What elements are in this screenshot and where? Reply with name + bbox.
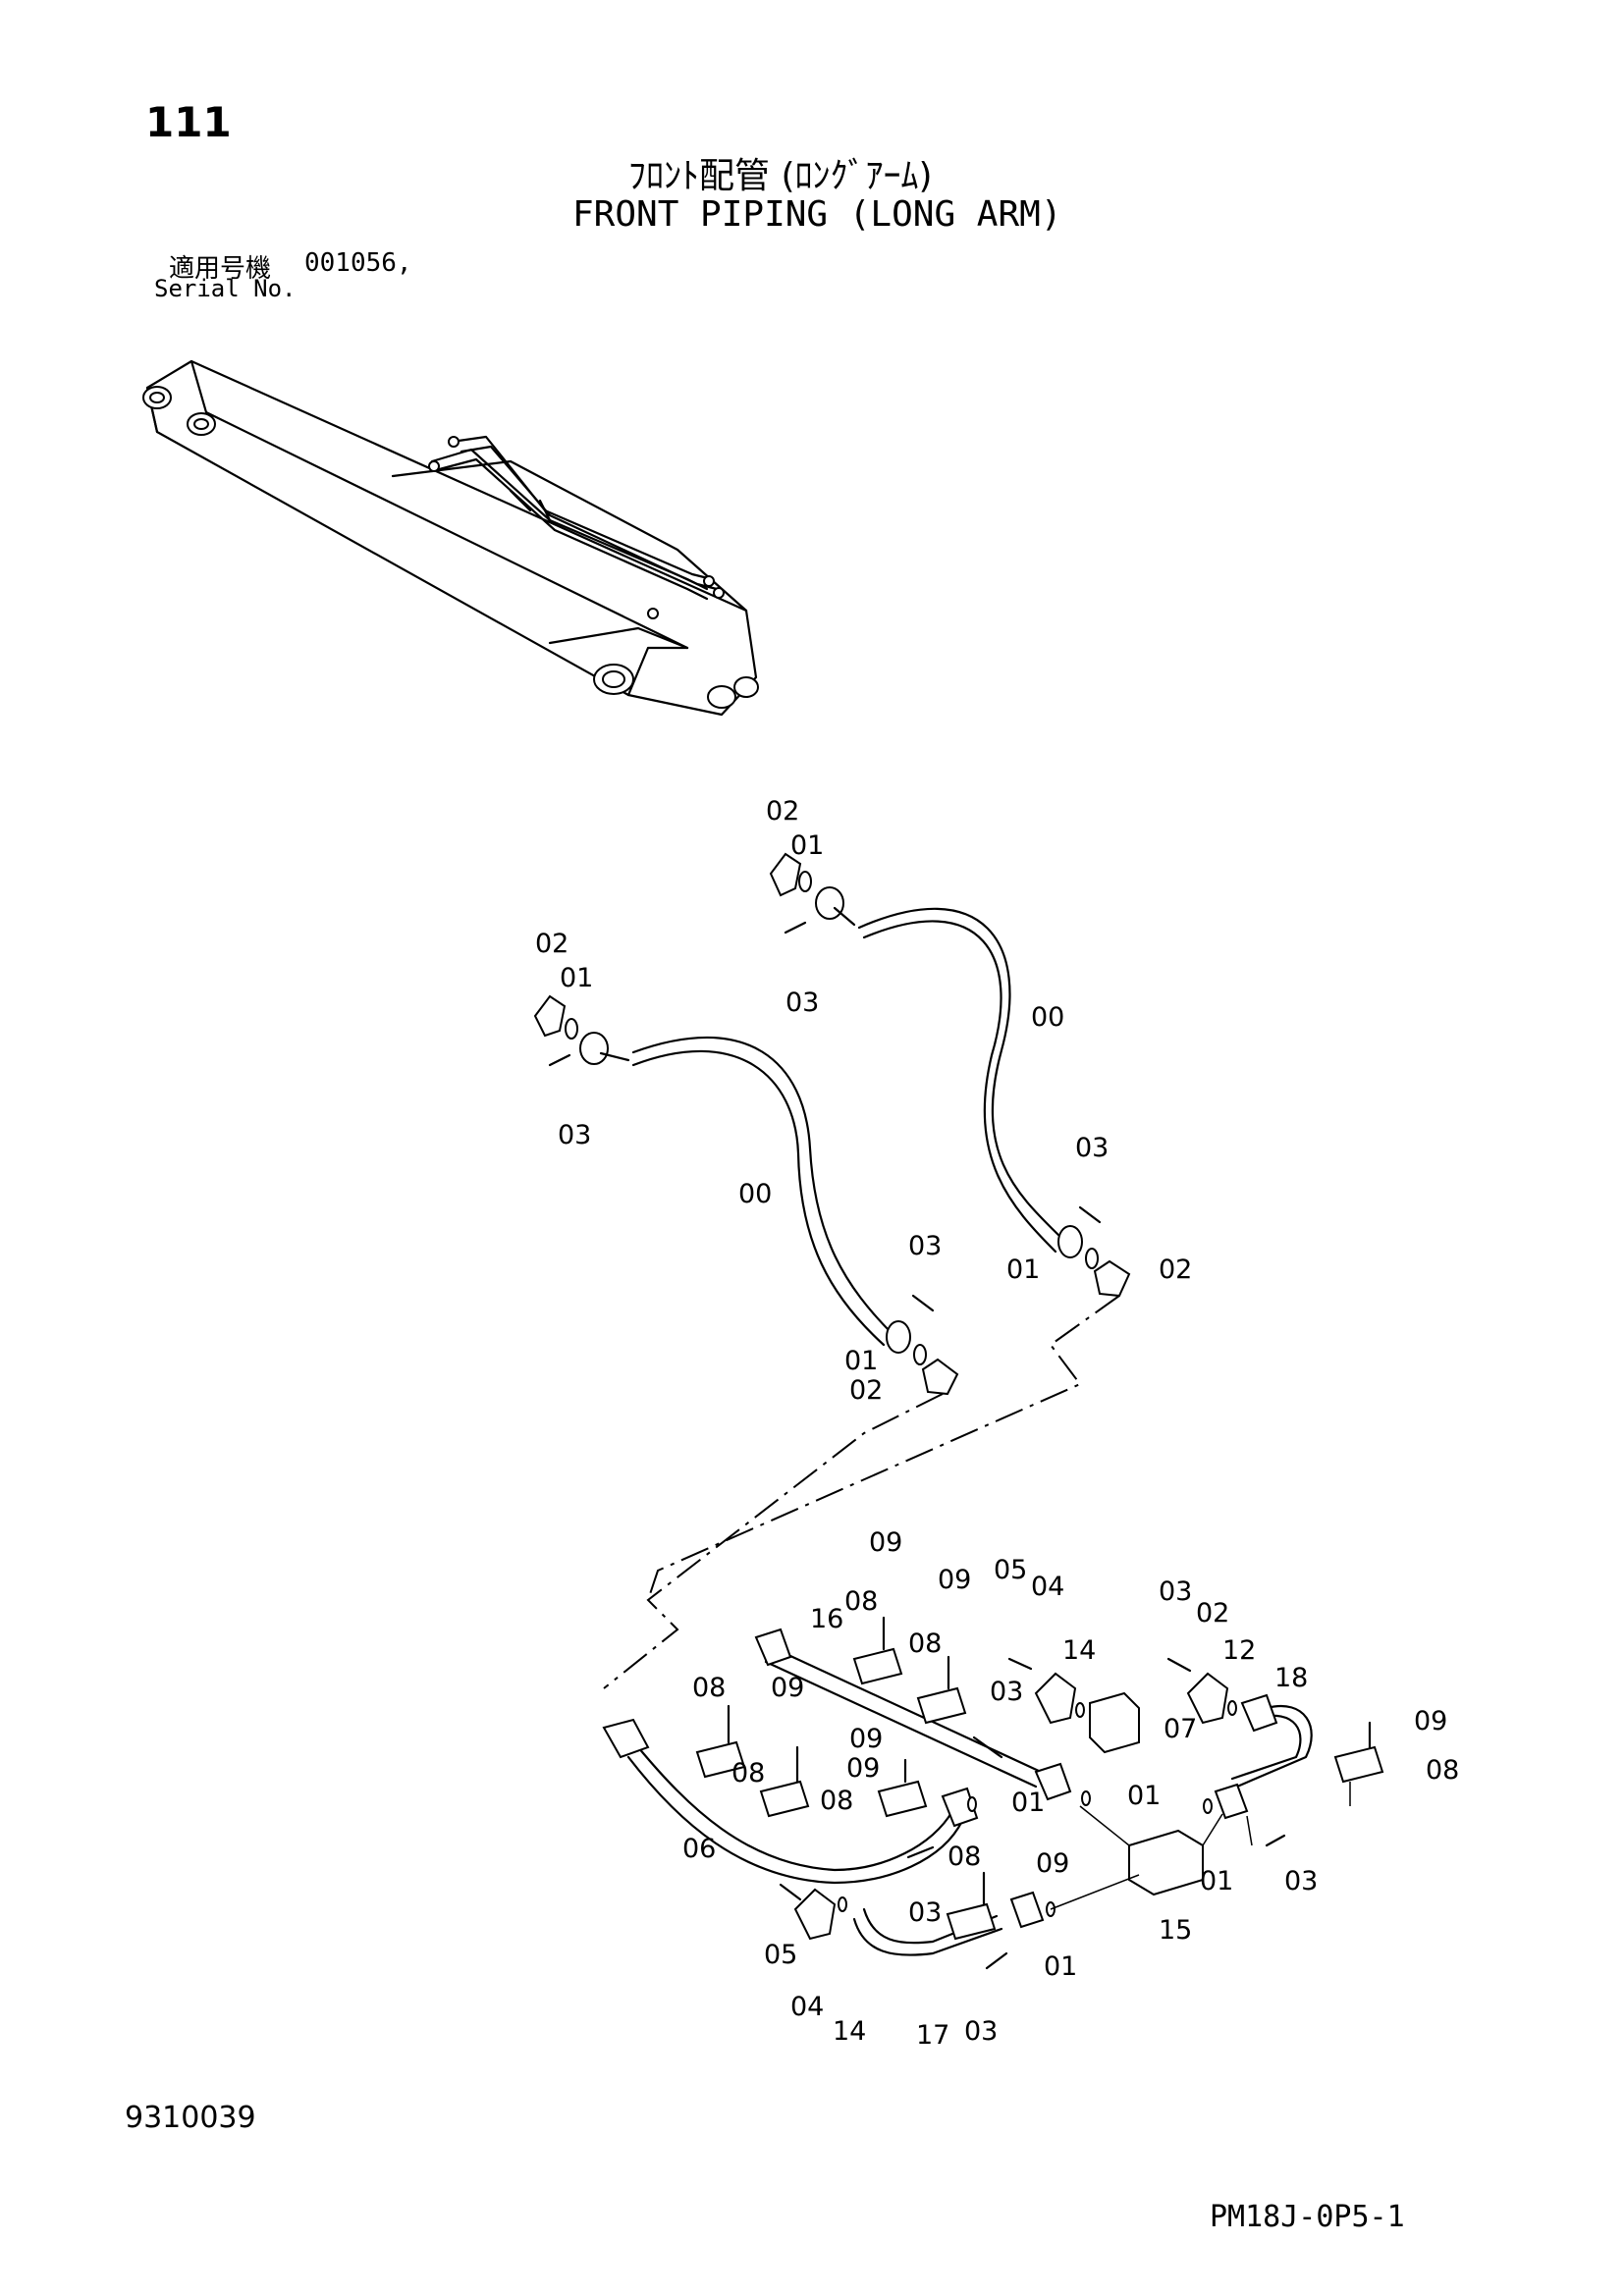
callout-01: 01 bbox=[1044, 1951, 1077, 1982]
hose-assemblies bbox=[533, 852, 1131, 1396]
callout-08: 08 bbox=[731, 1758, 765, 1789]
callout-08: 08 bbox=[908, 1629, 942, 1659]
callout-02: 02 bbox=[766, 796, 799, 827]
leader-dashed-lower bbox=[603, 1393, 944, 1689]
title-english: FRONT PIPING (LONG ARM) bbox=[572, 194, 1062, 235]
callout-05: 05 bbox=[764, 1940, 797, 1970]
callout-08: 08 bbox=[692, 1673, 726, 1703]
callout-09: 09 bbox=[849, 1724, 883, 1754]
callout-03: 03 bbox=[990, 1677, 1023, 1707]
serial-label-japanese: 適用号機 bbox=[169, 254, 272, 284]
callout-09: 09 bbox=[869, 1527, 902, 1558]
document-number: 9310039 bbox=[125, 2101, 256, 2135]
callout-03: 03 bbox=[908, 1231, 942, 1261]
callout-02: 02 bbox=[535, 929, 568, 959]
callout-14: 14 bbox=[833, 2016, 866, 2047]
callout-18: 18 bbox=[1274, 1663, 1308, 1693]
callout-09: 09 bbox=[1414, 1706, 1447, 1736]
callout-08: 08 bbox=[1426, 1755, 1459, 1786]
pipe-assembly bbox=[602, 1616, 1384, 1970]
callout-00: 00 bbox=[738, 1179, 772, 1209]
callout-02: 02 bbox=[849, 1375, 883, 1406]
callout-08: 08 bbox=[844, 1586, 878, 1617]
callout-08: 08 bbox=[820, 1786, 853, 1816]
callout-15: 15 bbox=[1159, 1915, 1192, 1946]
callout-03: 03 bbox=[1159, 1576, 1192, 1607]
callout-09: 09 bbox=[771, 1673, 804, 1703]
callout-07: 07 bbox=[1164, 1714, 1197, 1744]
callout-01: 01 bbox=[1127, 1781, 1161, 1811]
arm-illustration bbox=[142, 359, 759, 717]
callout-03: 03 bbox=[558, 1120, 591, 1150]
callout-05: 05 bbox=[994, 1555, 1027, 1585]
callout-09: 09 bbox=[1036, 1848, 1069, 1879]
callout-12: 12 bbox=[1222, 1635, 1256, 1666]
callout-03: 03 bbox=[964, 2016, 998, 2047]
callout-09: 09 bbox=[938, 1565, 971, 1595]
callout-03: 03 bbox=[785, 988, 819, 1018]
serial-value: 001056, bbox=[304, 248, 412, 278]
callout-labels: 02 01 03 00 02 01 03 00 03 01 02 03 01 0… bbox=[535, 796, 1459, 2051]
callout-17: 17 bbox=[916, 2020, 949, 2051]
callout-08: 08 bbox=[947, 1842, 981, 1872]
callout-03: 03 bbox=[1075, 1133, 1109, 1163]
callout-16: 16 bbox=[810, 1604, 843, 1634]
callout-04: 04 bbox=[1031, 1572, 1064, 1602]
leader-dashed-upper bbox=[647, 1295, 1120, 1601]
callout-01: 01 bbox=[790, 830, 824, 861]
callout-01: 01 bbox=[560, 963, 593, 993]
title-japanese: ﾌﾛﾝﾄ配管 (ﾛﾝｸﾞｱｰﾑ) bbox=[628, 156, 933, 196]
callout-00: 00 bbox=[1031, 1002, 1064, 1033]
callout-02: 02 bbox=[1159, 1255, 1192, 1285]
callout-06: 06 bbox=[682, 1834, 716, 1864]
callout-01: 01 bbox=[844, 1346, 878, 1376]
callout-14: 14 bbox=[1062, 1635, 1096, 1666]
serial-label-english: Serial No. bbox=[154, 275, 297, 302]
callout-03: 03 bbox=[1284, 1866, 1318, 1896]
page-number: 111 bbox=[145, 98, 232, 146]
callout-02: 02 bbox=[1196, 1598, 1229, 1629]
drawing-code: PM18J-0P5-1 bbox=[1210, 2200, 1405, 2234]
callout-01: 01 bbox=[1006, 1255, 1040, 1285]
callout-01: 01 bbox=[1011, 1788, 1045, 1818]
callout-01: 01 bbox=[1200, 1866, 1233, 1896]
callout-03: 03 bbox=[908, 1897, 942, 1928]
callout-04: 04 bbox=[790, 1992, 824, 2022]
callout-09: 09 bbox=[846, 1753, 880, 1784]
